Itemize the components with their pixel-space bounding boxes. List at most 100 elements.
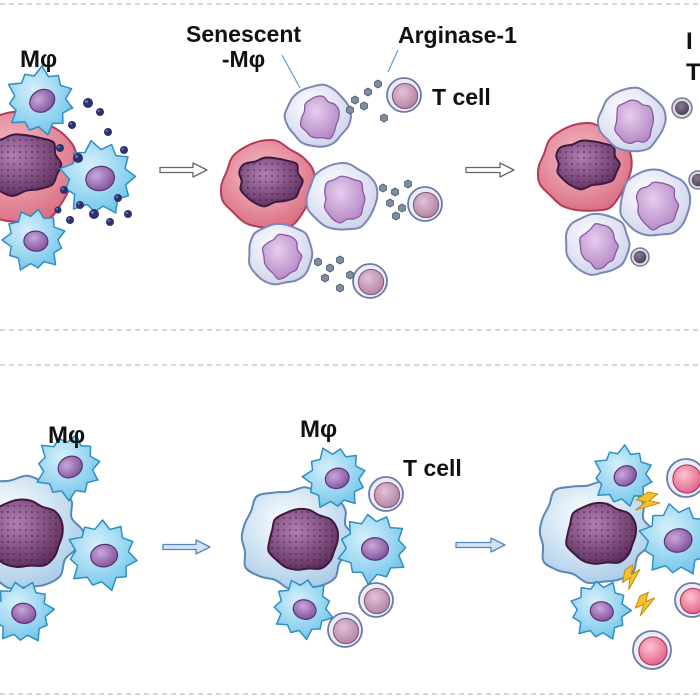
macrophage-nucleus <box>613 465 637 487</box>
tumor-cell-top-left <box>0 110 78 223</box>
tumor-cell-bottom-middle <box>240 486 358 591</box>
granule-highlight <box>121 147 125 150</box>
senescent-macrophage-1 <box>283 83 352 148</box>
label-arginase-1: Arginase-1 <box>398 22 517 48</box>
chromatin-texture <box>239 157 303 207</box>
macrophage-bottom-5 <box>337 513 407 586</box>
arginase-molecule <box>380 113 388 123</box>
granule <box>56 144 64 152</box>
exhausted-core <box>633 250 647 264</box>
macrophage-bottom-2 <box>68 519 138 592</box>
arrow-shape <box>455 537 506 553</box>
label-senescent-macrophage: Senescent -Mφ <box>186 21 302 73</box>
chromatin-texture <box>566 502 637 564</box>
granule-highlight <box>107 219 111 222</box>
t-cell-bottom-3 <box>327 612 363 648</box>
t-cell-core <box>391 82 419 110</box>
t-cell-core <box>679 587 700 615</box>
macrophage-nucleus <box>324 467 350 490</box>
arginase-molecule <box>398 203 406 213</box>
granule-highlight <box>97 109 101 113</box>
label-leader-line <box>281 54 301 89</box>
arginase-molecule <box>392 211 400 221</box>
granule-highlight <box>67 217 71 220</box>
macrophage-nucleus <box>663 528 693 553</box>
senescent-nucleus <box>635 181 680 231</box>
granule <box>120 146 128 154</box>
arginase-molecule <box>326 263 334 273</box>
granule <box>114 194 122 202</box>
t-cell-core <box>412 191 440 219</box>
senescent-macrophage-4 <box>596 86 667 153</box>
macrophage-nucleus <box>292 599 317 620</box>
macrophage-nucleus <box>85 165 116 192</box>
macrophage-bottom-8 <box>638 503 700 575</box>
senescent-nucleus <box>323 175 366 224</box>
t-cell-core <box>332 617 360 645</box>
lightning-bolt-2 <box>621 563 641 590</box>
macrophage-bottom-9 <box>570 580 633 640</box>
senescent-nucleus <box>299 95 340 140</box>
macrophage-top-1 <box>7 65 74 136</box>
t-cell-core <box>363 587 391 615</box>
granule-highlight <box>75 155 78 158</box>
tumor-cell-bottom-left <box>0 474 85 590</box>
activated-t-cell-3 <box>632 630 672 670</box>
granule <box>68 121 76 129</box>
granule-highlight <box>61 187 64 190</box>
tumor-cell-top-right <box>536 122 633 212</box>
senescent-nucleus <box>578 223 619 270</box>
label-macrophage-bottom-mid: Mφ <box>300 416 338 443</box>
exhausted-t-cell-1 <box>671 97 693 119</box>
macrophage-bottom-4 <box>301 447 366 509</box>
chromatin-texture <box>268 508 339 570</box>
t-cell-core <box>357 268 385 296</box>
arginase-molecule <box>404 179 412 189</box>
tumor-cell-bottom-right <box>538 480 656 585</box>
chromatin-texture <box>0 499 63 568</box>
senescent-nucleus <box>261 233 303 280</box>
granule-highlight <box>125 211 128 214</box>
t-cell-top-3 <box>352 263 388 299</box>
tumor-cell-top-middle <box>219 139 316 229</box>
label-leader-line <box>387 49 399 73</box>
label-macrophage-top: Mφ <box>20 46 58 73</box>
arrow-shape <box>162 539 211 555</box>
granule <box>66 216 74 224</box>
exhausted-core <box>675 101 689 115</box>
lightning-bolt-1 <box>635 491 661 511</box>
arginase-molecule <box>336 283 344 293</box>
granule-highlight <box>85 100 88 103</box>
granule-highlight <box>91 211 94 214</box>
granule <box>89 209 99 219</box>
macrophage-bottom-7 <box>594 444 653 507</box>
macrophage-bottom-3 <box>0 581 56 642</box>
senescent-nucleus <box>614 99 655 144</box>
macrophage-nucleus <box>57 455 83 479</box>
granule <box>124 210 132 218</box>
macrophage-nucleus <box>589 601 614 622</box>
arginase-molecule <box>374 79 382 89</box>
granule-highlight <box>55 207 58 210</box>
arrow-top-2 <box>465 162 515 178</box>
arginase-molecule <box>391 187 399 197</box>
arginase-molecule <box>314 257 322 267</box>
granule <box>76 201 84 209</box>
activated-t-cell-1 <box>666 458 700 498</box>
label-t-cell-top: T cell <box>432 84 491 110</box>
macrophage-nucleus <box>23 230 49 252</box>
t-cell-bottom-2 <box>358 582 394 618</box>
arginase-molecule <box>346 270 354 280</box>
granule <box>73 153 83 163</box>
exhausted-t-cell-2 <box>688 170 700 190</box>
granule-highlight <box>77 202 81 205</box>
t-cell-top-1 <box>386 77 422 113</box>
granule-highlight <box>105 129 109 132</box>
macrophage-bottom-6 <box>273 579 334 641</box>
lightning-bolt-3 <box>634 591 656 617</box>
chromatin-texture <box>0 134 62 196</box>
granule-highlight <box>115 195 119 198</box>
arginase-molecule <box>364 87 372 97</box>
granule-highlight <box>57 145 60 148</box>
granule <box>60 186 68 194</box>
